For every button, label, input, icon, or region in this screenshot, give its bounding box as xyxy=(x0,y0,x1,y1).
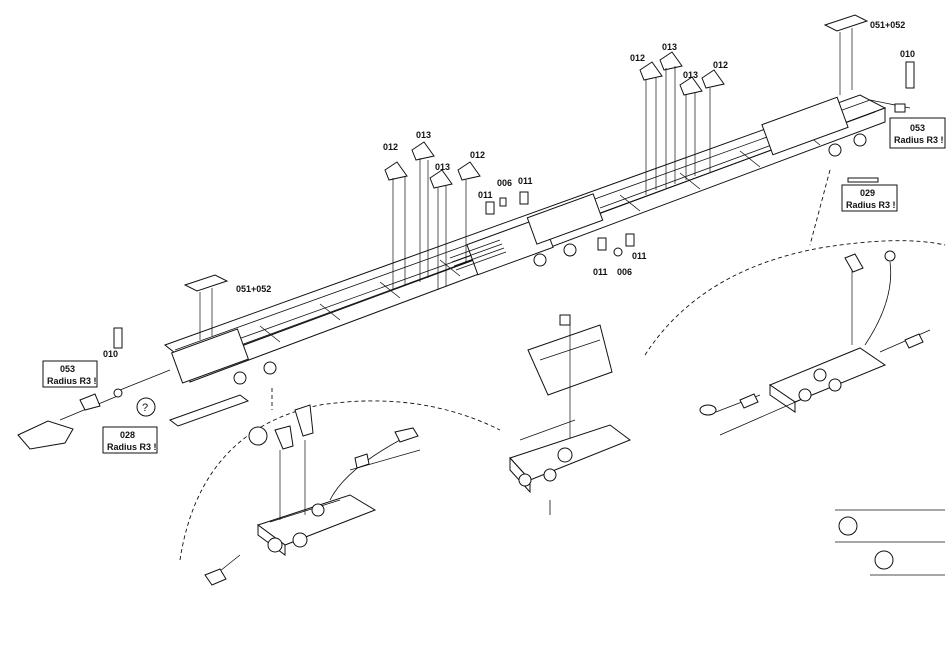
label-010-left: 010 xyxy=(103,349,118,359)
label-013-b: 013 xyxy=(435,162,450,172)
box-029-note: Radius R3 ! xyxy=(846,200,896,210)
detail-circle-marker xyxy=(249,427,267,445)
label-006-b: 006 xyxy=(617,267,632,277)
label-013-a: 013 xyxy=(416,130,431,140)
wagon-frame xyxy=(165,95,885,384)
label-013-d: 013 xyxy=(683,70,698,80)
label-011-c: 011 xyxy=(593,267,608,277)
box-053-right-note: Radius R3 ! xyxy=(894,135,944,145)
part-labels: 012 013 013 012 006 011 011 011 006 011 … xyxy=(103,20,915,359)
label-011-d: 011 xyxy=(632,251,647,261)
label-011-b: 011 xyxy=(478,190,493,200)
label-051-052-left: 051+052 xyxy=(236,284,271,294)
label-006-a: 006 xyxy=(497,178,512,188)
ladder-right xyxy=(906,62,914,88)
box-053-left: 053 Radius R3 ! xyxy=(43,361,97,387)
label-012-d: 012 xyxy=(713,60,728,70)
question-marker: ? xyxy=(137,398,155,416)
label-012-b: 012 xyxy=(470,150,485,160)
detail-bogie-left xyxy=(205,405,420,585)
dashed-link-right xyxy=(810,170,830,245)
box-053-right: 053 Radius R3 ! xyxy=(890,118,945,148)
label-010-right: 010 xyxy=(900,49,915,59)
box-028-part: 028 xyxy=(120,430,135,440)
label-011-a: 011 xyxy=(518,176,533,186)
box-029: 029 Radius R3 ! xyxy=(842,185,897,211)
box-028-note: Radius R3 ! xyxy=(107,442,157,452)
box-053-right-part: 053 xyxy=(910,123,925,133)
box-028: 028 Radius R3 ! xyxy=(103,427,157,453)
legend-circle-2 xyxy=(875,551,893,569)
box-053-left-note: Radius R3 ! xyxy=(47,376,97,386)
label-012-a: 012 xyxy=(383,142,398,152)
legend-circle-1 xyxy=(839,517,857,535)
detail-bogie-right xyxy=(700,251,930,435)
dashed-curve-left xyxy=(180,401,500,560)
dashed-curve-right xyxy=(645,241,945,355)
box-029-part: 029 xyxy=(860,188,875,198)
box-053-left-part: 053 xyxy=(60,364,75,374)
label-051-052-right: 051+052 xyxy=(870,20,905,30)
end-platform-right xyxy=(825,15,867,95)
legend xyxy=(835,510,945,575)
ladder-left xyxy=(114,328,122,348)
detail-bogie-center xyxy=(510,315,630,515)
label-013-c: 013 xyxy=(662,42,677,52)
label-012-c: 012 xyxy=(630,53,645,63)
question-mark-text: ? xyxy=(142,402,148,414)
sideframe-028 xyxy=(170,395,248,426)
